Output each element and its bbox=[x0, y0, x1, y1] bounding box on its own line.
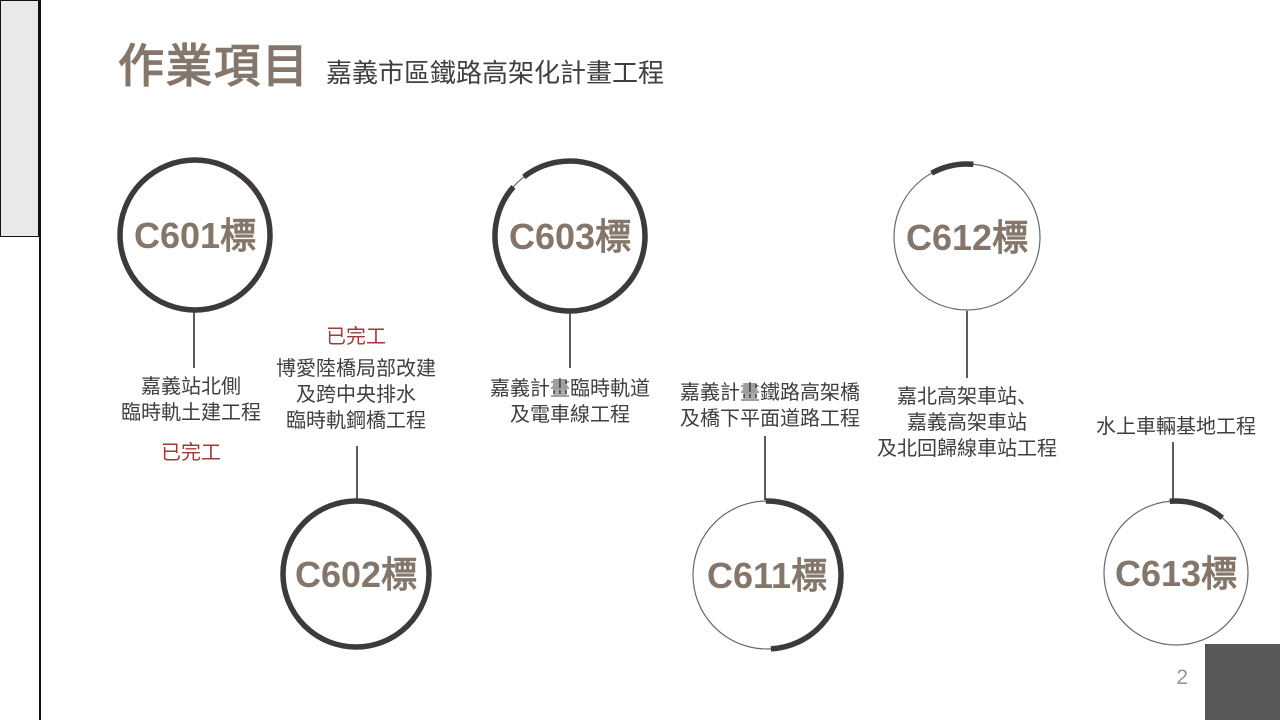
contract-desc: 嘉義計畫鐵路高架橋及橋下平面道路工程 bbox=[680, 380, 860, 432]
contract-label: C612標 bbox=[905, 216, 1029, 258]
contract-desc-line: 及跨中央排水 bbox=[296, 384, 416, 406]
contract-label: C613標 bbox=[1114, 552, 1238, 594]
contract-desc-line: 臨時軌土建工程 bbox=[121, 402, 261, 424]
contract-desc-line: 嘉義高架車站 bbox=[907, 412, 1027, 434]
status-label: 已完工 bbox=[326, 326, 386, 348]
contract-desc-line: 及北回歸線車站工程 bbox=[877, 438, 1057, 460]
page-number: 2 bbox=[1176, 666, 1188, 689]
contract-ring-progress bbox=[765, 498, 844, 652]
sidebar-accent bbox=[0, 0, 39, 237]
contract-label: C601標 bbox=[133, 214, 257, 256]
page-title: 作業項目 bbox=[118, 40, 310, 92]
contract-label: C603標 bbox=[508, 215, 632, 257]
contract-desc-line: 臨時軌鋼橋工程 bbox=[286, 410, 426, 432]
contract-ring-full bbox=[117, 157, 273, 313]
contract-ring-progress bbox=[492, 158, 648, 314]
contract-ring-full bbox=[280, 498, 432, 650]
contract-desc: 水上車輛基地工程 bbox=[1096, 414, 1256, 440]
contract-desc: 博愛陸橋局部改建及跨中央排水臨時軌鋼橋工程 bbox=[276, 356, 436, 434]
contract-ring-progress bbox=[1169, 498, 1225, 521]
contract-desc-line: 嘉北高架車站、 bbox=[897, 386, 1037, 408]
sidebar-line bbox=[39, 0, 41, 720]
contract-desc-line: 嘉義計畫臨時軌道 bbox=[490, 378, 650, 400]
contract-ring-progress bbox=[930, 161, 974, 176]
contract-desc: 嘉北高架車站、嘉義高架車站及北回歸線車站工程 bbox=[877, 384, 1057, 462]
contract-desc-line: 及電車線工程 bbox=[510, 404, 630, 426]
contract-desc: 嘉義計畫臨時軌道及電車線工程 bbox=[490, 376, 650, 428]
contract-desc-line: 水上車輛基地工程 bbox=[1096, 416, 1256, 438]
contract-desc: 嘉義站北側臨時軌土建工程 bbox=[121, 374, 261, 426]
contract-desc-line: 博愛陸橋局部改建 bbox=[276, 358, 436, 380]
contract-label: C611標 bbox=[706, 554, 828, 596]
contract-desc-line: 嘉義計畫鐵路高架橋 bbox=[680, 382, 860, 404]
contract-desc-line: 及橋下平面道路工程 bbox=[680, 408, 860, 430]
contract-desc-line: 嘉義站北側 bbox=[141, 376, 241, 398]
header: 作業項目 嘉義市區鐵路高架化計畫工程 bbox=[118, 30, 664, 96]
page-subtitle: 嘉義市區鐵路高架化計畫工程 bbox=[326, 58, 665, 88]
contract-label: C602標 bbox=[294, 553, 418, 595]
corner-square bbox=[1205, 644, 1280, 720]
status-label: 已完工 bbox=[161, 442, 221, 464]
